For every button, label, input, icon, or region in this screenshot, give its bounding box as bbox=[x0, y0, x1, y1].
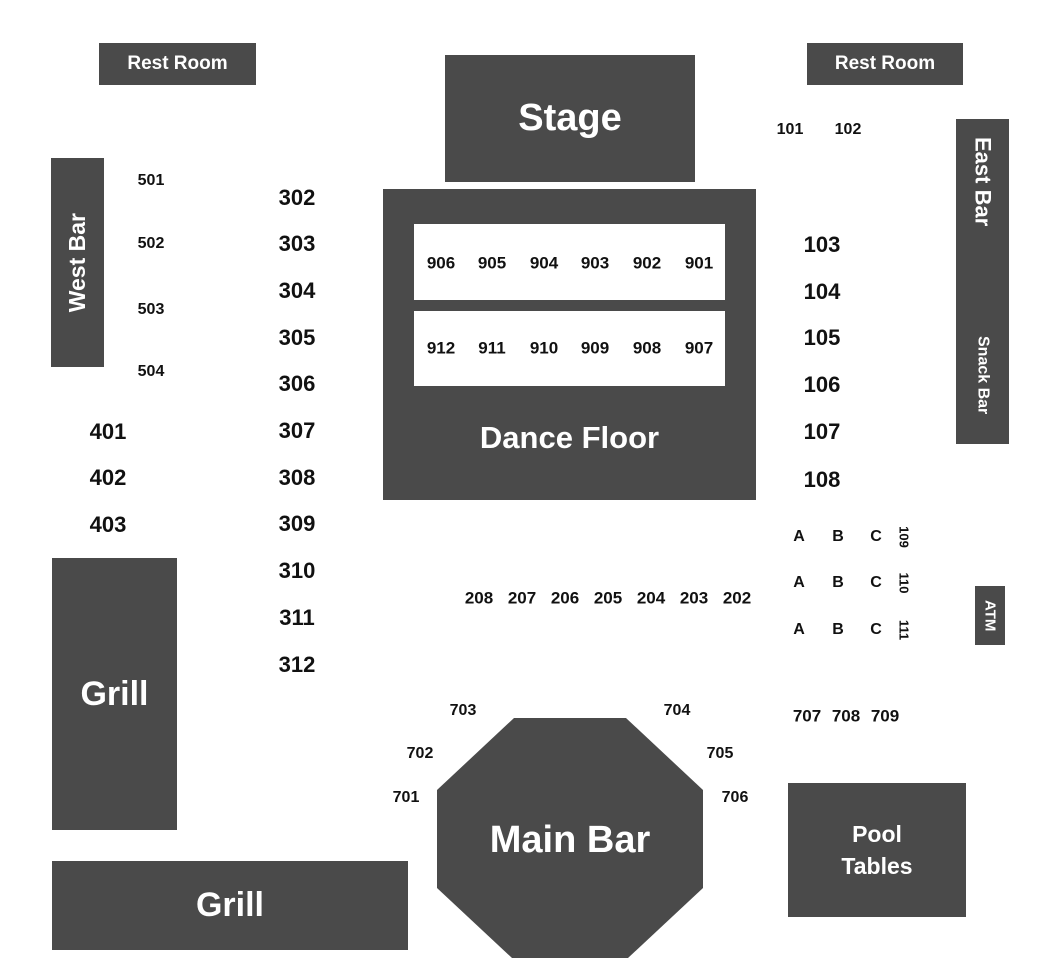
seat-111-a[interactable]: A bbox=[793, 621, 805, 638]
seat-904[interactable]: 904 bbox=[529, 253, 559, 273]
seat-707[interactable]: 707 bbox=[792, 706, 822, 726]
seat-111[interactable]: 111 bbox=[896, 619, 912, 641]
seat-109-a[interactable]: A bbox=[793, 528, 805, 545]
dance-floor-table-row-upper bbox=[414, 224, 725, 300]
main-bar-label: Main Bar bbox=[489, 819, 651, 861]
seat-311[interactable]: 311 bbox=[279, 605, 315, 630]
atm[interactable]: ATM bbox=[975, 586, 1005, 645]
seat-109-c[interactable]: C bbox=[870, 528, 882, 545]
seat-304[interactable]: 304 bbox=[278, 278, 316, 303]
atm-label: ATM bbox=[981, 599, 999, 632]
rest-room-right[interactable]: Rest Room bbox=[807, 43, 963, 85]
seat-307[interactable]: 307 bbox=[278, 418, 316, 443]
east-bar[interactable]: East Bar Snack Bar bbox=[956, 119, 1009, 444]
dance-floor-table-row-lower bbox=[414, 311, 725, 386]
seat-705[interactable]: 705 bbox=[706, 745, 734, 762]
seat-702[interactable]: 702 bbox=[406, 745, 434, 762]
seat-906[interactable]: 906 bbox=[426, 253, 456, 273]
seat-103[interactable]: 103 bbox=[803, 232, 841, 257]
seat-306[interactable]: 306 bbox=[278, 371, 316, 396]
seat-203[interactable]: 203 bbox=[679, 588, 709, 608]
seat-110-b[interactable]: B bbox=[832, 574, 844, 591]
stage[interactable]: Stage bbox=[445, 55, 695, 182]
seat-310[interactable]: 310 bbox=[278, 558, 316, 583]
seat-708[interactable]: 708 bbox=[831, 706, 861, 726]
seat-303[interactable]: 303 bbox=[278, 231, 316, 256]
west-bar[interactable]: West Bar bbox=[51, 158, 104, 367]
seat-202[interactable]: 202 bbox=[722, 588, 752, 608]
seat-309[interactable]: 309 bbox=[278, 511, 316, 536]
seat-402[interactable]: 402 bbox=[89, 465, 127, 490]
seat-111-b[interactable]: B bbox=[832, 621, 844, 638]
seat-101[interactable]: 101 bbox=[776, 121, 804, 138]
seat-706[interactable]: 706 bbox=[721, 789, 749, 806]
seat-901[interactable]: 901 bbox=[684, 253, 714, 273]
snack-bar-label: Snack Bar bbox=[974, 336, 992, 415]
seat-110[interactable]: 110 bbox=[896, 572, 912, 594]
seat-108[interactable]: 108 bbox=[803, 467, 841, 492]
seat-107[interactable]: 107 bbox=[803, 419, 841, 444]
seat-910[interactable]: 910 bbox=[529, 338, 559, 358]
seat-105[interactable]: 105 bbox=[803, 325, 841, 350]
seat-504[interactable]: 504 bbox=[137, 363, 165, 380]
seat-110-c[interactable]: C bbox=[870, 574, 882, 591]
seat-102[interactable]: 102 bbox=[834, 121, 862, 138]
seat-903[interactable]: 903 bbox=[580, 253, 610, 273]
seat-902[interactable]: 902 bbox=[632, 253, 662, 273]
seat-111-c[interactable]: C bbox=[870, 621, 882, 638]
seat-204[interactable]: 204 bbox=[636, 588, 666, 608]
seat-109-b[interactable]: B bbox=[832, 528, 844, 545]
seat-110-a[interactable]: A bbox=[793, 574, 805, 591]
seat-206[interactable]: 206 bbox=[550, 588, 580, 608]
seat-911[interactable]: 911 bbox=[478, 338, 506, 358]
grill-left[interactable]: Grill bbox=[52, 558, 177, 830]
seat-208[interactable]: 208 bbox=[464, 588, 494, 608]
seat-106[interactable]: 106 bbox=[803, 372, 841, 397]
seat-403[interactable]: 403 bbox=[89, 512, 127, 537]
grill-bottom[interactable]: Grill bbox=[52, 861, 408, 950]
seat-503[interactable]: 503 bbox=[137, 301, 165, 318]
seat-502[interactable]: 502 bbox=[137, 235, 165, 252]
seat-109[interactable]: 109 bbox=[896, 526, 912, 548]
seat-703[interactable]: 703 bbox=[449, 702, 477, 719]
seat-104[interactable]: 104 bbox=[803, 279, 841, 304]
seat-312[interactable]: 312 bbox=[278, 652, 316, 677]
seat-704[interactable]: 704 bbox=[663, 702, 691, 719]
dance-floor-label: Dance Floor bbox=[479, 420, 660, 455]
seat-205[interactable]: 205 bbox=[593, 588, 623, 608]
east-bar-label: East Bar bbox=[970, 137, 996, 227]
seat-207[interactable]: 207 bbox=[507, 588, 537, 608]
main-bar-shape[interactable] bbox=[437, 718, 703, 958]
seat-905[interactable]: 905 bbox=[477, 253, 507, 273]
seat-305[interactable]: 305 bbox=[278, 325, 316, 350]
seat-401[interactable]: 401 bbox=[89, 419, 127, 444]
pool-tables[interactable]: Pool Tables bbox=[788, 783, 966, 917]
seat-709[interactable]: 709 bbox=[870, 706, 900, 726]
seat-912[interactable]: 912 bbox=[426, 338, 456, 358]
seat-701[interactable]: 701 bbox=[392, 789, 420, 806]
seat-907[interactable]: 907 bbox=[684, 338, 714, 358]
seat-302[interactable]: 302 bbox=[278, 185, 316, 210]
seat-308[interactable]: 308 bbox=[278, 465, 316, 490]
seat-909[interactable]: 909 bbox=[580, 338, 610, 358]
seat-908[interactable]: 908 bbox=[632, 338, 662, 358]
seat-501[interactable]: 501 bbox=[137, 172, 165, 189]
rest-room-left[interactable]: Rest Room bbox=[99, 43, 256, 85]
